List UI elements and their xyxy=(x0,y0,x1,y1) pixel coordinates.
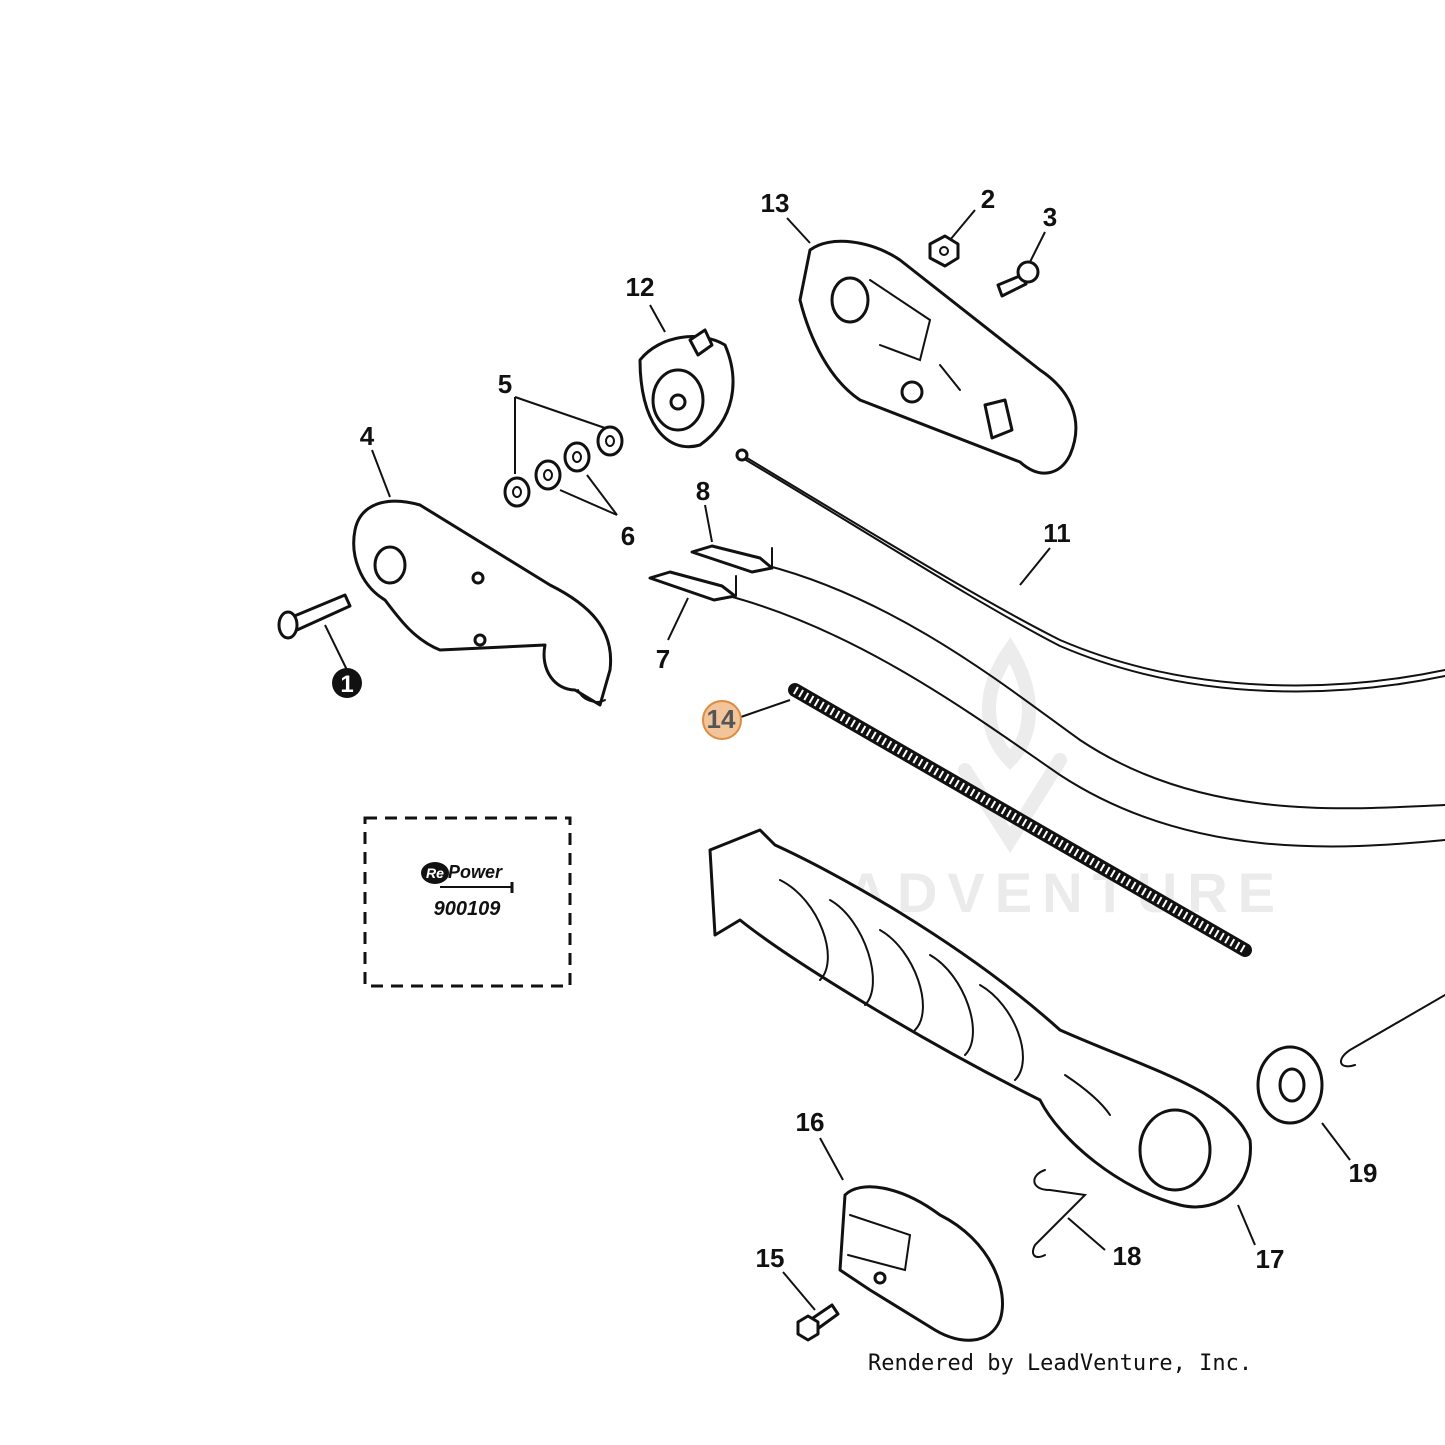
part-4-cover xyxy=(352,499,613,707)
part-18-clip xyxy=(1032,1169,1088,1258)
callout-6[interactable]: 6 xyxy=(621,521,635,551)
callout-2[interactable]: 2 xyxy=(981,184,995,214)
render-credit: Rendered by LeadVenture, Inc. xyxy=(868,1351,1252,1376)
callout-19[interactable]: 19 xyxy=(1349,1158,1378,1188)
callout-7[interactable]: 7 xyxy=(656,644,670,674)
callout-12[interactable]: 12 xyxy=(626,272,655,302)
svg-text:14: 14 xyxy=(707,704,736,734)
part-12-switch xyxy=(638,328,735,449)
callouts: 1 2 3 4 5 6 7 8 11 12 13 14 15 16 17 18 … xyxy=(332,184,1377,1274)
callout-8[interactable]: 8 xyxy=(696,476,710,506)
callout-1[interactable]: 1 xyxy=(332,668,362,698)
part-16-cover xyxy=(838,1185,1004,1342)
callout-11[interactable]: 11 xyxy=(1043,518,1071,548)
part-1-bolt xyxy=(277,593,352,640)
callout-4[interactable]: 4 xyxy=(360,421,375,451)
part-7-8-wires xyxy=(724,564,1445,848)
repower-brand-prefix: Re xyxy=(426,865,444,881)
repower-kit-box: Re Power 900109 xyxy=(363,816,572,988)
callout-3[interactable]: 3 xyxy=(1043,202,1057,232)
callout-16[interactable]: 16 xyxy=(796,1107,825,1137)
part-17-handle xyxy=(708,828,1252,1209)
part-7-terminal xyxy=(648,570,737,602)
callout-15[interactable]: 15 xyxy=(756,1243,785,1273)
repower-part-number: 900109 xyxy=(434,898,502,920)
part-14-spring xyxy=(788,683,1252,957)
part-5-6-washers xyxy=(503,425,624,508)
part-11-cable xyxy=(735,448,1445,693)
part-8-terminal xyxy=(690,544,774,574)
part-wire-hook xyxy=(1340,994,1445,1068)
part-15-screw xyxy=(796,1303,840,1342)
callout-18[interactable]: 18 xyxy=(1113,1241,1142,1271)
repower-logo: Re Power xyxy=(421,862,514,893)
leader-lines xyxy=(324,209,1351,1311)
callout-14-highlighted[interactable]: 14 xyxy=(702,700,742,740)
repower-brand-word: Power xyxy=(448,862,503,882)
part-19-washer xyxy=(1256,1045,1324,1125)
callout-13[interactable]: 13 xyxy=(761,188,790,218)
part-13-housing xyxy=(798,239,1078,475)
part-2-nut xyxy=(928,234,960,268)
part-3-screw xyxy=(996,260,1040,298)
callout-5[interactable]: 5 xyxy=(498,369,512,399)
callout-17[interactable]: 17 xyxy=(1256,1244,1285,1274)
svg-text:1: 1 xyxy=(340,671,353,698)
